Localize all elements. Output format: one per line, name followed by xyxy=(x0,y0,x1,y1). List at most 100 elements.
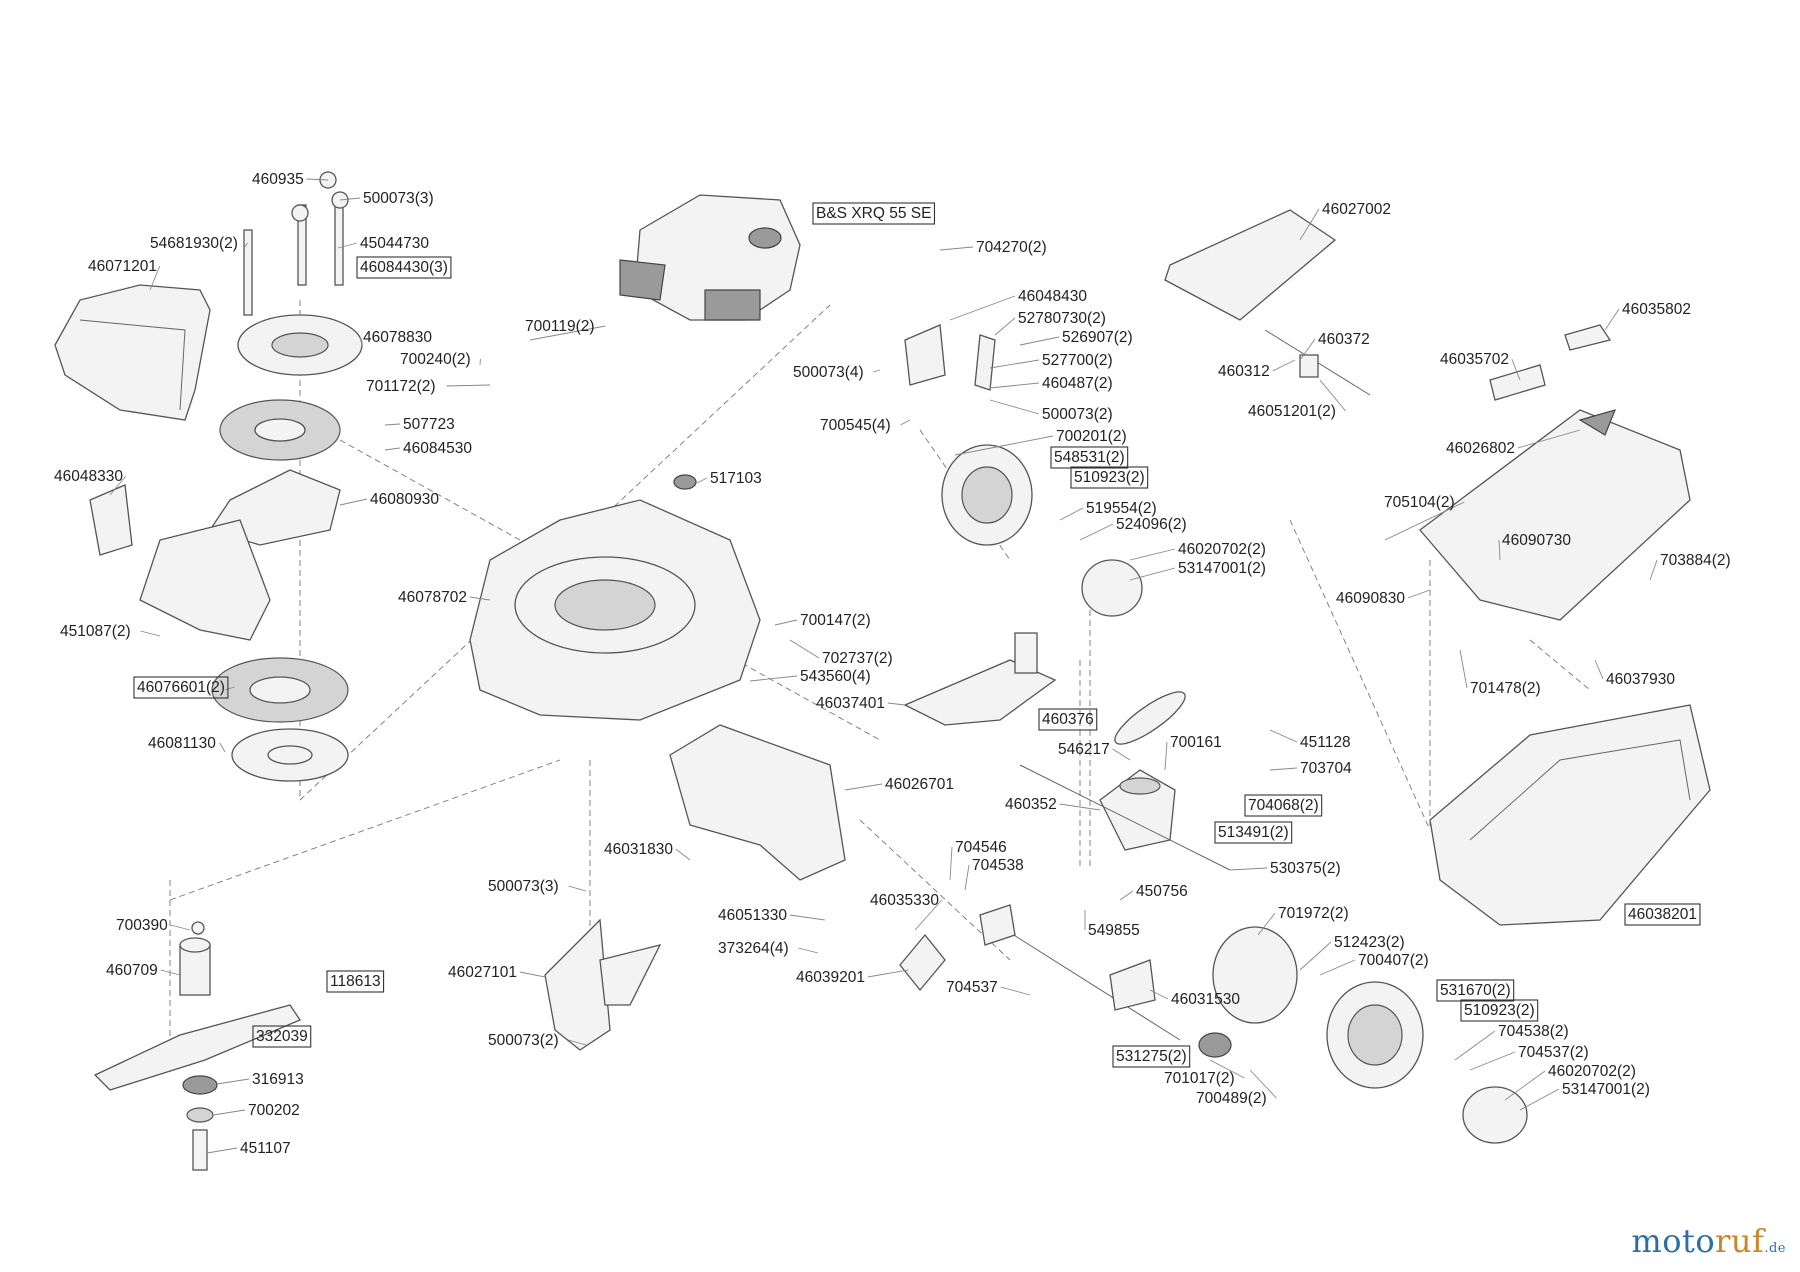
leader-line xyxy=(1469,1051,1516,1071)
part-number: 704270(2) xyxy=(976,239,1047,256)
part-label-l80: 512423(2) xyxy=(1299,934,1405,971)
part-number: 500073(2) xyxy=(488,1032,559,1049)
leader-line xyxy=(1019,336,1060,346)
part-label-l22: 526907(2) xyxy=(1019,329,1133,346)
leader-line xyxy=(1384,501,1465,541)
leader-line xyxy=(568,885,587,892)
part-number: 517103 xyxy=(710,470,762,487)
part-number: 704538(2) xyxy=(1498,1023,1569,1040)
part-number: 46071201 xyxy=(88,258,157,275)
leader-line xyxy=(1112,748,1131,761)
leader-line xyxy=(954,435,1054,456)
part-label-l27: 700545(4) xyxy=(820,417,911,434)
part-number: 46051201(2) xyxy=(1248,403,1336,420)
part-number: 118613 xyxy=(330,973,381,990)
part-number: 703704 xyxy=(1300,760,1352,777)
part-number: 46090730 xyxy=(1502,532,1571,549)
part-number: 701972(2) xyxy=(1278,905,1349,922)
part-number: 46031830 xyxy=(604,841,673,858)
part-number: 704537 xyxy=(946,979,998,996)
grill-disc xyxy=(219,399,341,461)
part-number: 700407(2) xyxy=(1358,952,1429,969)
part-label-l74: 700390 xyxy=(116,917,191,934)
part-number: 46020702(2) xyxy=(1548,1063,1636,1080)
bolt-451107 xyxy=(192,1129,208,1171)
leader-line xyxy=(1272,359,1296,372)
part-number: 451128 xyxy=(1300,734,1351,751)
belt-460376 xyxy=(1114,691,1186,745)
label-box xyxy=(356,256,452,279)
leader-line xyxy=(529,325,606,341)
part-label-l53: 46037930 xyxy=(1594,659,1675,688)
leader-line xyxy=(696,477,708,484)
part-label-l75: 460709 xyxy=(106,962,181,979)
leader-line xyxy=(798,947,819,954)
part-number: 46026802 xyxy=(1446,440,1515,457)
assembly-guide-lines xyxy=(169,300,1591,1040)
part-number: 46026701 xyxy=(885,776,954,793)
part-label-l18: B&S XRQ 55 SE xyxy=(812,202,936,225)
leader-line xyxy=(219,742,226,753)
leader-line xyxy=(306,178,329,181)
part-label-l04: 45044730 xyxy=(337,235,429,252)
part-number: 46080930 xyxy=(370,491,439,508)
part-label-l24: 527700(2) xyxy=(989,352,1113,369)
chute-46037401 xyxy=(903,632,1057,726)
leader-line xyxy=(1299,338,1316,361)
part-label-l96: 700489(2) xyxy=(1196,1069,1277,1107)
rear-wheel-cover-701972 xyxy=(1212,926,1298,1024)
leader-line xyxy=(1229,867,1268,871)
part-number: 46037930 xyxy=(1606,671,1675,688)
part-labels: 460935500073(3)54681930(2)45044730460712… xyxy=(54,171,1731,1157)
leader-line xyxy=(789,639,820,659)
part-number: 548531(2) xyxy=(1054,449,1125,466)
leader-line xyxy=(337,242,358,249)
part-label-l28: 700201(2) xyxy=(954,428,1127,456)
part-label-l33: 46020702(2) xyxy=(1129,541,1266,561)
part-label-l61: 513491(2) xyxy=(1214,821,1293,844)
leader-line xyxy=(1504,1070,1546,1101)
part-label-l86: 332039 xyxy=(252,1025,312,1048)
leader-line xyxy=(568,1039,587,1046)
part-number: 373264(4) xyxy=(718,940,789,957)
leader-line xyxy=(1454,1030,1496,1061)
part-label-l78: 46039201 xyxy=(796,969,909,986)
part-label-l67: 450756 xyxy=(1119,883,1188,901)
part-number: 46031530 xyxy=(1171,991,1240,1008)
part-label-l25: 460487(2) xyxy=(989,375,1113,392)
part-number: 702737(2) xyxy=(822,650,893,667)
nut-517103 xyxy=(673,474,697,490)
label-box xyxy=(1214,821,1293,844)
leader-line xyxy=(887,702,906,706)
part-label-l95: 700202 xyxy=(212,1102,300,1119)
cap-700390 xyxy=(191,921,205,935)
part-label-l07: 46078830 xyxy=(359,329,432,346)
part-number: 46037401 xyxy=(816,695,885,712)
leader-line xyxy=(1059,507,1084,521)
part-number: 512423(2) xyxy=(1334,934,1405,951)
part-label-l21: 52780730(2) xyxy=(994,310,1106,336)
part-label-l60: 704068(2) xyxy=(1244,794,1323,817)
leader-line xyxy=(774,619,798,626)
part-number: 46084430(3) xyxy=(360,259,448,276)
leader-line xyxy=(469,596,491,601)
part-number: 460352 xyxy=(1005,796,1057,813)
part-label-l08: 700119(2) xyxy=(525,318,606,341)
leader-line xyxy=(1059,803,1101,811)
part-label-l72: 701972(2) xyxy=(1257,905,1349,936)
leader-line xyxy=(212,1109,246,1116)
watermark-tld: .de xyxy=(1764,1241,1786,1256)
part-label-l91: 531275(2) xyxy=(1112,1045,1191,1068)
part-label-l34: 53147001(2) xyxy=(1129,560,1266,581)
part-label-l93: 701017(2) xyxy=(1164,1059,1245,1087)
engine-bs-xrq55se xyxy=(619,194,801,321)
part-number: 527700(2) xyxy=(1042,352,1113,369)
part-number: 531275(2) xyxy=(1116,1048,1187,1065)
label-box xyxy=(1460,999,1539,1022)
part-number: 531670(2) xyxy=(1440,982,1511,999)
part-number: 700390 xyxy=(116,917,168,934)
leader-line xyxy=(675,848,691,861)
part-label-l37: 700147(2) xyxy=(774,612,871,629)
part-number: 704068(2) xyxy=(1248,797,1319,814)
bracket-46031530 xyxy=(1109,959,1156,1011)
